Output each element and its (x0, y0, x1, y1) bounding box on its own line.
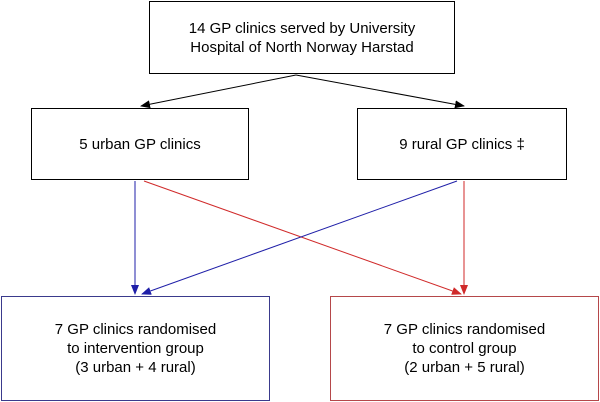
arrow-urban-to-control (143, 180, 462, 295)
rural-clinics-label: 9 rural GP clinics ‡ (399, 135, 525, 153)
urban-clinics-box: 5 urban GP clinics (31, 108, 249, 180)
intervention-line3: (3 urban + 4 rural) (75, 359, 196, 376)
source-clinics-box: 14 GP clinics served by University Hospi… (149, 1, 455, 74)
arrow-top-to-rural (295, 74, 465, 109)
control-line3: (2 urban + 5 rural) (404, 359, 525, 376)
intervention-line2: to intervention group (67, 340, 204, 357)
control-group-box: 7 GP clinics randomised to control group… (330, 296, 599, 401)
urban-clinics-label: 5 urban GP clinics (79, 135, 201, 153)
source-clinics-line2: Hospital of North Norway Harstad (190, 38, 414, 56)
control-line1: 7 GP clinics randomised (383, 321, 546, 338)
source-clinics-line1: 14 GP clinics served by University (188, 19, 416, 37)
intervention-line1: 7 GP clinics randomised (54, 321, 217, 338)
intervention-group-box: 7 GP clinics randomised to intervention … (1, 296, 270, 401)
control-line2: to control group (412, 340, 517, 357)
arrow-rural-to-intervention (141, 180, 458, 295)
rural-clinics-box: 9 rural GP clinics ‡ (357, 108, 567, 180)
arrow-top-to-urban (140, 74, 297, 109)
